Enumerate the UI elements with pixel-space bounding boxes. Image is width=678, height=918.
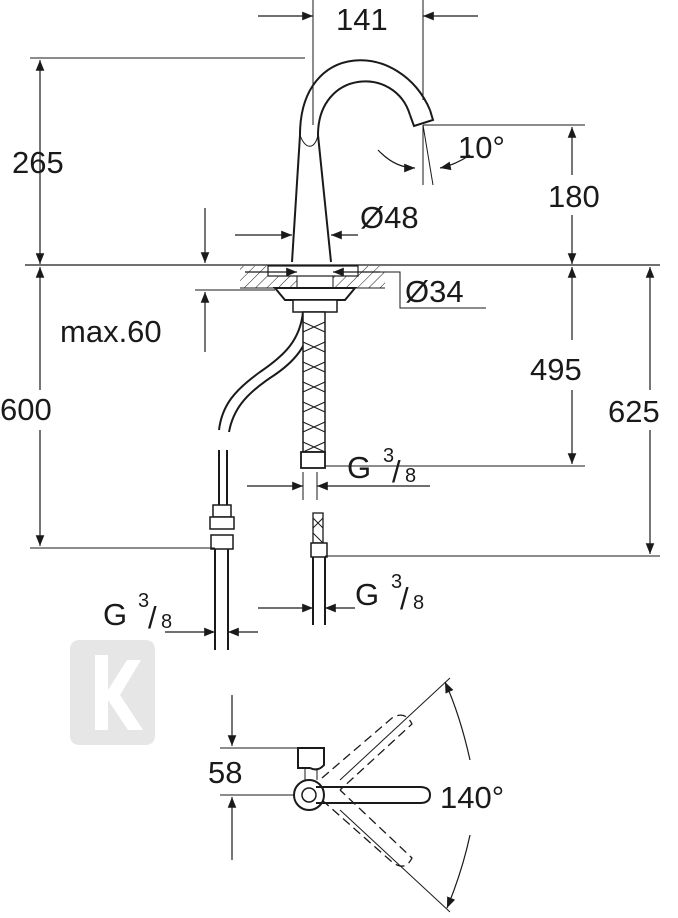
supply-hoses: [209, 311, 328, 650]
brand-logo-watermark: [70, 640, 155, 745]
dim-625: 625: [325, 267, 660, 557]
dim-625-label: 625: [608, 394, 660, 429]
dim-140deg: 140°: [339, 677, 504, 913]
dim-thread-upper: G 3 / 8: [247, 445, 430, 500]
dim-58: 58: [208, 695, 298, 860]
dim-495-label: 495: [530, 352, 582, 387]
faucet-body: [291, 59, 435, 263]
thread-lower-left-slash: /: [148, 600, 157, 635]
dim-top-width: 141: [258, 0, 478, 125]
thread-lower-left-den: 8: [161, 611, 172, 633]
dim-58-label: 58: [208, 755, 242, 790]
thread-lower-right-g: G: [355, 577, 379, 612]
dim-180-label: 180: [548, 179, 600, 214]
dim-body-diameter: Ø48: [235, 200, 419, 240]
thread-upper-den: 8: [405, 465, 416, 487]
dim-max60-label: max.60: [60, 314, 162, 349]
dim-140deg-label: 140°: [440, 780, 504, 815]
thread-upper-num: 3: [383, 445, 394, 467]
dim-180: 180: [548, 127, 600, 264]
handle-top-view: [293, 714, 432, 867]
dim-600-label: 600: [0, 392, 52, 427]
dim-600: 600: [0, 267, 215, 549]
thread-lower-right-den: 8: [413, 592, 424, 614]
dim-495: 495: [325, 267, 585, 467]
dim-265: 265: [12, 57, 305, 264]
dim-d48-label: Ø48: [360, 200, 419, 235]
dim-141-label: 141: [336, 2, 388, 37]
dim-mount-hole: Ø34: [245, 267, 486, 309]
thread-lower-right-num: 3: [391, 571, 402, 593]
dim-thread-lower-left: G 3 / 8: [103, 590, 258, 637]
thread-lower-left-g: G: [103, 597, 127, 632]
dim-d34-label: Ø34: [405, 274, 464, 309]
thread-upper-g: G: [347, 450, 371, 485]
dim-265-label: 265: [12, 145, 64, 180]
thread-upper-slash: /: [392, 454, 401, 489]
dim-spout-angle: 10°: [377, 124, 585, 186]
dim-10deg-label: 10°: [458, 130, 505, 165]
thread-lower-left-num: 3: [138, 590, 149, 612]
dim-thread-lower-right: G 3 / 8: [258, 571, 424, 616]
dim-max60: max.60: [60, 208, 275, 352]
thread-lower-right-slash: /: [400, 581, 409, 616]
